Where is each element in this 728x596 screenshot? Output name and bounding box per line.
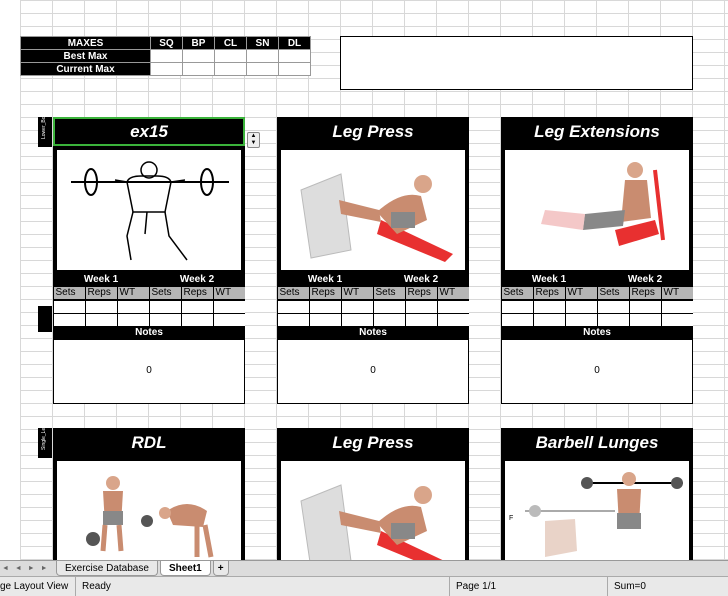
notes-cell[interactable]: 0 (53, 340, 245, 404)
log-row[interactable] (277, 313, 469, 326)
section-label-single-leg: Single_Leg (38, 425, 52, 458)
spreadsheet-grid[interactable]: MAXES SQ BP CL SN DL Best Max Current Ma… (0, 0, 728, 560)
status-bar: ge Layout View Ready Page 1/1 Sum=0 (0, 576, 728, 596)
log-row[interactable] (277, 300, 469, 313)
col-wt: WT (437, 287, 469, 299)
exercise-image-frame (53, 146, 245, 274)
exercise-title[interactable]: Leg Press (277, 428, 469, 457)
exercise-card-leg-extensions: Leg Extensions Week 1 Week 2 Sets Reps W… (501, 117, 693, 404)
barbell-lunge-figure-icon[interactable]: F (505, 461, 689, 560)
exercise-card-ex15: ex15 Week 1 Week 2 Sets Reps WT (53, 117, 245, 404)
best-max-dl-cell[interactable] (278, 49, 311, 63)
layout-view-button[interactable]: ge Layout View (0, 577, 76, 596)
exercise-image-frame: F (501, 457, 693, 560)
leg-press-figure-icon[interactable] (281, 150, 465, 270)
week1-header: Week 1 (83, 274, 119, 285)
best-max-sn-cell[interactable] (246, 49, 279, 63)
log-row[interactable] (501, 313, 693, 326)
status-page: Page 1/1 (450, 577, 608, 596)
rdl-figure-icon[interactable] (57, 461, 241, 560)
best-max-label[interactable]: Best Max (20, 49, 151, 63)
col-wt: WT (213, 287, 245, 299)
col-reps: Reps (181, 287, 213, 299)
log-row[interactable] (53, 300, 245, 313)
notes-cell[interactable]: 0 (501, 340, 693, 404)
maxes-col-bp[interactable]: BP (182, 36, 215, 50)
row-marker (38, 306, 52, 332)
maxes-header[interactable]: MAXES (20, 36, 151, 50)
tab-exercise-database[interactable]: Exercise Database (56, 561, 158, 576)
col-reps: Reps (405, 287, 437, 299)
sheet-nav-arrows-icon[interactable]: ◄ ◄ ► ► (2, 565, 50, 572)
sheet-tab-bar: ◄ ◄ ► ► Exercise Database Sheet1 + (0, 560, 728, 576)
exercise-card-rdl: RDL (53, 428, 245, 560)
exercise-card-barbell-lunges: Barbell Lunges F (501, 428, 693, 560)
maxes-col-sq[interactable]: SQ (150, 36, 183, 50)
log-row[interactable] (53, 313, 245, 326)
col-reps: Reps (629, 287, 661, 299)
exercise-card-leg-press: Leg Press Week 1 Week 2 Sets Reps WT Set… (277, 117, 469, 404)
exercise-image-frame (277, 457, 469, 560)
week2-header: Week 2 (179, 274, 215, 285)
notes-header: Notes (53, 326, 245, 340)
current-max-sq-cell[interactable] (150, 62, 183, 76)
log-row[interactable] (501, 300, 693, 313)
exercise-image-frame (53, 457, 245, 560)
col-sets: Sets (53, 287, 85, 299)
maxes-col-cl[interactable]: CL (214, 36, 247, 50)
exercise-title[interactable]: Leg Press (277, 117, 469, 146)
col-wt: WT (661, 287, 693, 299)
exercise-title[interactable]: Leg Extensions (501, 117, 693, 146)
spinner-up-icon[interactable]: ▲ (250, 133, 257, 139)
current-max-label[interactable]: Current Max (20, 62, 151, 76)
week2-header: Week 2 (403, 274, 439, 285)
status-ready: Ready (76, 577, 450, 596)
current-max-dl-cell[interactable] (278, 62, 311, 76)
exercise-spinner[interactable]: ▲ ▼ (247, 132, 260, 148)
leg-extension-figure-icon[interactable] (505, 150, 689, 270)
best-max-sq-cell[interactable] (150, 49, 183, 63)
notes-header: Notes (501, 326, 693, 340)
general-notes-box[interactable] (340, 36, 693, 90)
best-max-bp-cell[interactable] (182, 49, 215, 63)
exercise-card-leg-press-2: Leg Press (277, 428, 469, 560)
exercise-image-frame (277, 146, 469, 274)
notes-cell[interactable]: 0 (277, 340, 469, 404)
col-sets: Sets (501, 287, 533, 299)
add-sheet-button[interactable]: + (212, 561, 229, 576)
section-label-lower-body: Lower_Body (38, 111, 52, 147)
current-max-cl-cell[interactable] (214, 62, 247, 76)
tab-sheet1[interactable]: Sheet1 (159, 561, 211, 576)
maxes-table: MAXES SQ BP CL SN DL Best Max Current Ma… (20, 36, 311, 76)
week1-header: Week 1 (307, 274, 343, 285)
week1-header: Week 1 (531, 274, 567, 285)
col-sets: Sets (597, 287, 629, 299)
maxes-col-sn[interactable]: SN (246, 36, 279, 50)
best-max-cl-cell[interactable] (214, 49, 247, 63)
notes-header: Notes (277, 326, 469, 340)
leg-press-figure-icon[interactable] (281, 461, 465, 560)
cell-marker: F (509, 515, 514, 522)
col-wt: WT (117, 287, 149, 299)
exercise-title[interactable]: RDL (53, 428, 245, 457)
col-sets: Sets (149, 287, 181, 299)
status-sum: Sum=0 (614, 581, 646, 592)
exercise-title[interactable]: Barbell Lunges (501, 428, 693, 457)
exercise-image-frame (501, 146, 693, 274)
exercise-title[interactable]: ex15 (53, 117, 245, 146)
col-reps: Reps (309, 287, 341, 299)
squat-figure-icon[interactable] (57, 150, 241, 270)
maxes-col-dl[interactable]: DL (278, 36, 311, 50)
spinner-down-icon[interactable]: ▼ (250, 140, 257, 146)
col-sets: Sets (373, 287, 405, 299)
col-reps: Reps (85, 287, 117, 299)
col-sets: Sets (277, 287, 309, 299)
current-max-sn-cell[interactable] (246, 62, 279, 76)
col-reps: Reps (533, 287, 565, 299)
week2-header: Week 2 (627, 274, 663, 285)
col-wt: WT (341, 287, 373, 299)
current-max-bp-cell[interactable] (182, 62, 215, 76)
col-wt: WT (565, 287, 597, 299)
